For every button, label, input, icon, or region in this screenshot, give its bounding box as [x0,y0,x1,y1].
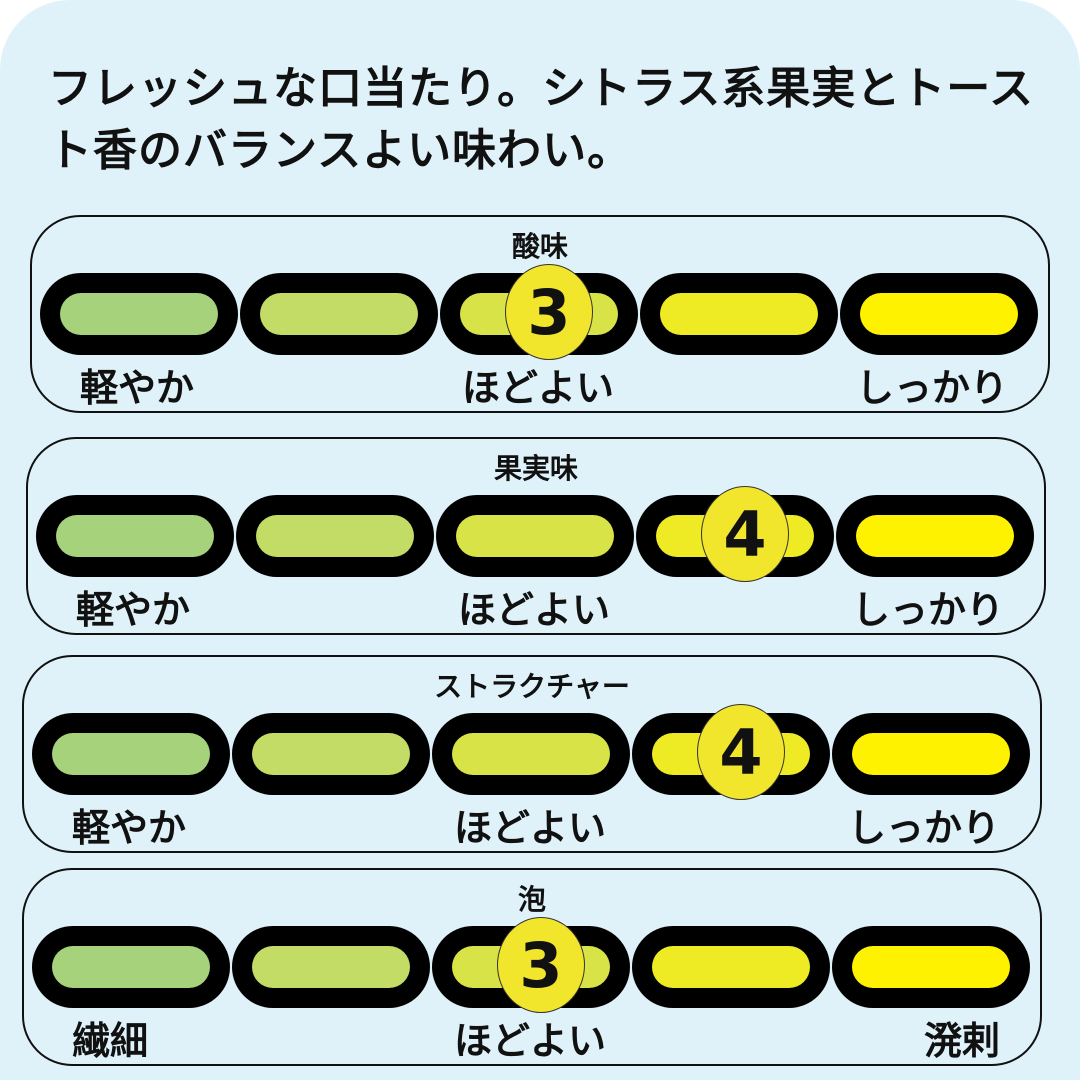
scale-segment-fill [856,515,1014,557]
value-marker: 4 [697,704,785,800]
scale-segment-fill [256,515,414,557]
scale-segment-fill [252,733,410,775]
scale-segment-fill [52,733,210,775]
panel-structure: ストラクチャー 4 軽やか ほどよい しっかり [22,655,1042,853]
scale-track: 4 [32,704,1032,800]
scale-segment-fill [860,293,1018,335]
scale-segment-2 [232,926,430,1008]
value-marker: 3 [505,264,593,360]
panel-title: 果実味 [493,452,578,485]
scale-segment-5 [836,495,1034,577]
panel-title: 泡 [517,883,546,916]
label-low: 軽やか [80,366,195,410]
label-mid: ほどよい [462,366,615,410]
scale-segment-fill [660,293,818,335]
scale-segment-5 [840,273,1038,355]
label-low: 軽やか [72,806,187,850]
scale-track: 3 [32,917,1032,1013]
scale-track: 3 [40,264,1040,360]
label-high: しっかり [847,806,1000,850]
scale-segment-fill [852,946,1010,988]
scale-segment-1 [32,713,230,795]
scale-segment-fill [52,946,210,988]
scale-track: 4 [36,486,1036,582]
panel-fruitiness: 果実味 4 軽やか ほどよい しっかり [26,437,1046,635]
scale-segment-2 [240,273,438,355]
scale-segment-4 [640,273,838,355]
scale-segment-1 [36,495,234,577]
scale-segment-4 [632,926,830,1008]
scale-segment-2 [236,495,434,577]
scale-segment-fill [60,293,218,335]
scale-segment-2 [232,713,430,795]
scale-segment-3 [436,495,634,577]
label-high: しっかり [855,366,1008,410]
scale-segment-3 [432,713,630,795]
label-low: 繊細 [72,1019,149,1063]
panel-title: ストラクチャー [434,670,630,703]
label-mid: ほどよい [454,1019,607,1063]
scale-segment-fill [452,733,610,775]
label-high: しっかり [851,588,1004,632]
value-marker: 3 [497,917,585,1013]
scale-segment-fill [456,515,614,557]
value-marker: 4 [701,486,789,582]
scale-segment-5 [832,713,1030,795]
scale-segment-fill [652,946,810,988]
scale-segment-fill [852,733,1010,775]
label-low: 軽やか [76,588,191,632]
panel-title: 酸味 [511,230,568,263]
scale-segment-5 [832,926,1030,1008]
label-mid: ほどよい [458,588,611,632]
scale-segment-fill [56,515,214,557]
label-mid: ほどよい [454,806,607,850]
label-high: 溌剌 [923,1019,1000,1063]
headline: フレッシュな口当たり。シトラス系果実とトースト香のバランスよい味わい。 [48,63,1035,176]
scale-segment-1 [40,273,238,355]
scale-segment-1 [32,926,230,1008]
scale-segment-fill [260,293,418,335]
scale-segment-fill [252,946,410,988]
